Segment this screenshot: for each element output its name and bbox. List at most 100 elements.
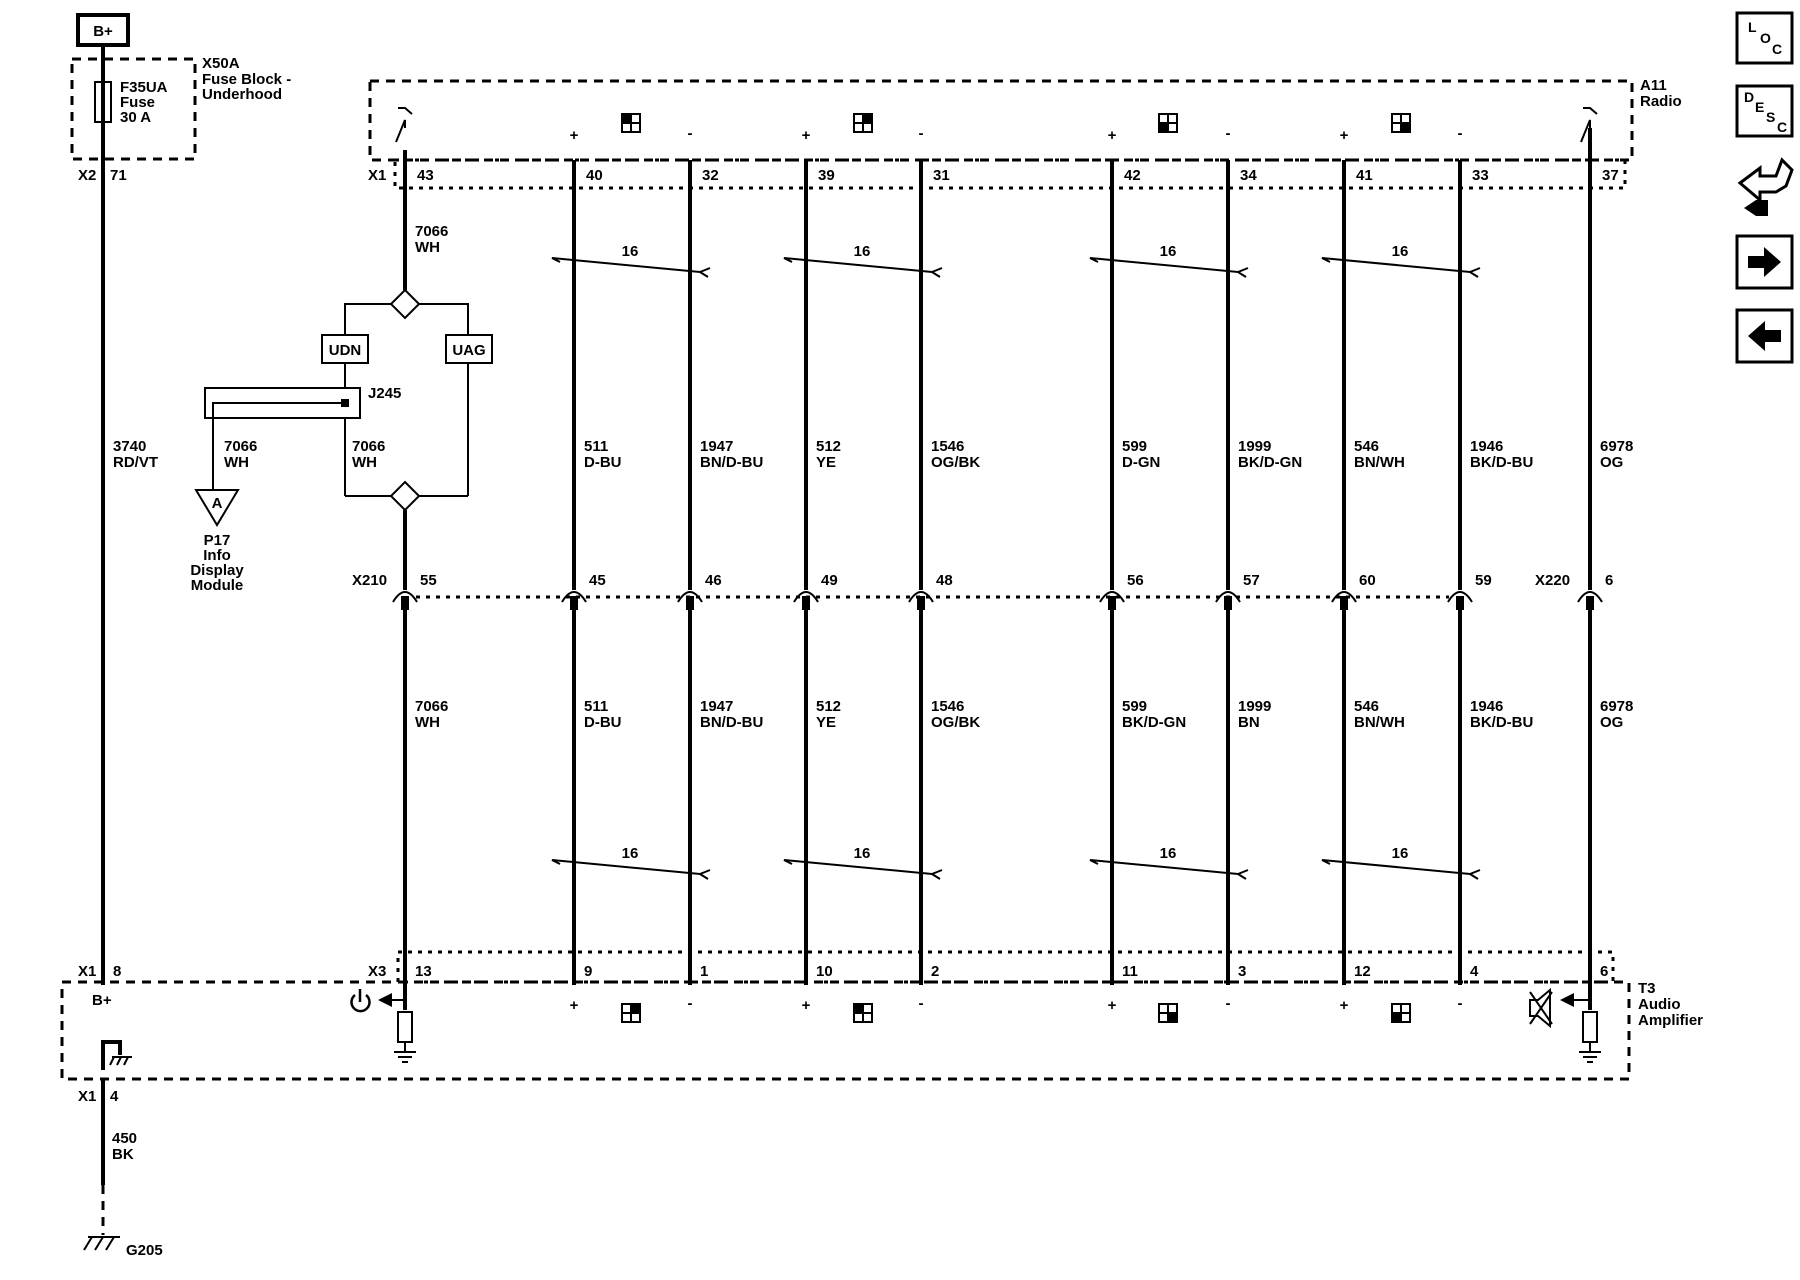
lr-minus-top-pin: 34	[1240, 167, 1257, 184]
radio-rf-minus-sign: -	[919, 125, 924, 142]
bplus-label: B+	[93, 23, 113, 40]
remote-enable-upper-color: WH	[415, 239, 440, 256]
rr-plus-top-pin: 41	[1356, 167, 1373, 184]
rf-plus-top-pin: 39	[818, 167, 835, 184]
remote-enable-inline-pin: 55	[420, 572, 437, 589]
remote-enable-upper-circuit: 7066	[415, 223, 448, 240]
twist-label-upper-lf: 16	[622, 243, 639, 260]
radio-lf-minus-sign: -	[688, 125, 693, 142]
lf-minus-upper-circuit: 1947	[700, 438, 733, 455]
uag-box	[445, 334, 493, 364]
desc-letter-3: S	[1766, 109, 1775, 125]
splice-top-diamond	[389, 288, 421, 320]
loc-letter-3: C	[1772, 41, 1782, 57]
lf-minus-inline-pin: 46	[705, 572, 722, 589]
twist-label-lower-rf: 16	[854, 845, 871, 862]
module-line-2: Info	[203, 547, 231, 564]
rr-minus-inline-pin: 59	[1475, 572, 1492, 589]
rf-plus-lower-circuit: 512	[816, 698, 841, 715]
j245-tap-dot	[341, 399, 349, 407]
rf-minus-inline-pin: 48	[936, 572, 953, 589]
lf-plus-top-pin: 40	[586, 167, 603, 184]
fuse-block-pin: 71	[110, 167, 127, 184]
amplifier-outline	[60, 980, 1631, 1081]
remote-enable-lower-circuit: 7066	[415, 698, 448, 715]
lf-plus-upper-color: D-BU	[584, 454, 622, 471]
amplifier-connector-strip	[396, 950, 1615, 984]
lf-plus-upper-circuit: 511	[584, 438, 608, 455]
power-feed-upper-circuit: 3740	[113, 438, 146, 455]
module-line-1: P17	[204, 532, 231, 549]
enable-resistor	[397, 1011, 413, 1043]
connector-end-view-icon	[1737, 157, 1794, 204]
j245-label: J245	[368, 385, 401, 402]
radio-ref: A11	[1640, 77, 1667, 94]
lr-minus-inline-pin: 57	[1243, 572, 1260, 589]
rr-plus-bottom-pin: 12	[1354, 963, 1371, 980]
arrow-right-icon	[1748, 247, 1781, 277]
amplifier-ground-pin: 4	[110, 1088, 119, 1105]
mute-bottom-pin: 6	[1600, 963, 1608, 980]
inline-terminals	[392, 591, 1603, 610]
rr-plus-upper-color: BN/WH	[1354, 454, 1405, 471]
ground-circuit: 450	[112, 1130, 137, 1147]
rf-minus-upper-color: OG/BK	[931, 454, 980, 471]
rf-minus-lower-color: OG/BK	[931, 714, 980, 731]
power-feed-bottom-pin: 8	[113, 963, 121, 980]
rr-minus-upper-circuit: 1946	[1470, 438, 1503, 455]
radio-enable-switch	[395, 107, 413, 143]
loc-button[interactable]: L O C	[1735, 11, 1794, 65]
wire-labels: 3740RD/VT8437066WH557066WH1340511D-BU455…	[113, 167, 1633, 980]
rf-minus-bottom-pin: 2	[931, 963, 939, 980]
amp-input-lr-icon	[1158, 1003, 1178, 1023]
mute-ground-icon	[1579, 1042, 1601, 1063]
lr-plus-upper-circuit: 599	[1122, 438, 1147, 455]
lf-minus-upper-color: BN/D-BU	[700, 454, 763, 471]
lf-plus-lower-color: D-BU	[584, 714, 622, 731]
previous-page-button[interactable]	[1735, 308, 1794, 364]
offpage-letter-a: A	[212, 495, 223, 512]
amp-rf-minus-sign: -	[919, 995, 924, 1012]
mute-upper-color: OG	[1600, 454, 1623, 471]
amp-input-rr-icon	[1391, 1003, 1411, 1023]
chassis-ground-icon	[109, 1056, 132, 1066]
rf-minus-top-pin: 31	[933, 167, 950, 184]
mute-inline-pin: 6	[1605, 572, 1613, 589]
radio-connector-strip	[393, 158, 1627, 190]
amplifier-ground-lead	[101, 1040, 122, 1070]
power-feed-upper-color: RD/VT	[113, 454, 158, 471]
amplifier-signal-connector: X3	[368, 963, 386, 980]
mute-resistor	[1582, 1011, 1598, 1043]
amp-lf-plus-sign: +	[570, 997, 579, 1014]
radio-mute-switch	[1580, 107, 1598, 143]
amp-rr-plus-sign: +	[1340, 997, 1349, 1014]
amp-input-lf-icon	[621, 1003, 641, 1023]
desc-letter-4: C	[1777, 119, 1787, 135]
rf-minus-lower-circuit: 1546	[931, 698, 964, 715]
connector-end-view-button[interactable]	[1737, 157, 1794, 216]
desc-button[interactable]: D E S C	[1735, 84, 1794, 138]
rr-plus-lower-color: BN/WH	[1354, 714, 1405, 731]
rr-minus-lower-color: BK/D-BU	[1470, 714, 1533, 731]
remote-enable-bottom-pin: 13	[415, 963, 432, 980]
rf-plus-upper-circuit: 512	[816, 438, 841, 455]
enable-arrow-icon	[378, 993, 392, 1007]
remote-enable-top-pin: 43	[417, 167, 434, 184]
remote-enable-lower-color: WH	[415, 714, 440, 731]
fuse-block-connector: X2	[78, 167, 96, 184]
next-page-button[interactable]	[1735, 234, 1794, 290]
lr-minus-upper-circuit: 1999	[1238, 438, 1271, 455]
radio-lr-minus-sign: -	[1226, 125, 1231, 142]
rr-minus-bottom-pin: 4	[1470, 963, 1479, 980]
fuse-block-name-2: Underhood	[202, 86, 282, 103]
radio-output-rf-icon	[853, 113, 873, 133]
radio-output-rr-icon	[1391, 113, 1411, 133]
amplifier-bplus: B+	[92, 992, 112, 1009]
radio-rr-minus-sign: -	[1458, 125, 1463, 142]
branch-circuit: 7066	[224, 438, 257, 455]
twist-label-lower-lr: 16	[1160, 845, 1177, 862]
udn-box	[321, 334, 369, 364]
loc-letter-2: O	[1760, 30, 1771, 46]
lr-plus-upper-color: D-GN	[1122, 454, 1160, 471]
